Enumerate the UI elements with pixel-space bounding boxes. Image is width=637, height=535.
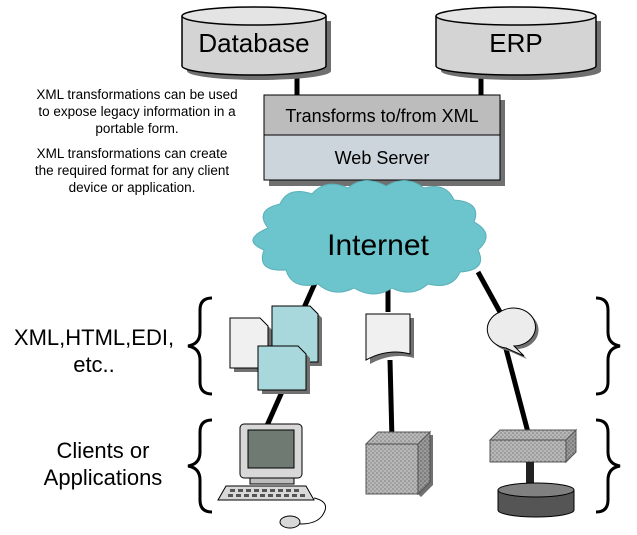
erp-label: ERP: [489, 28, 542, 58]
document-stack-icon: [229, 305, 322, 394]
note1-line2: to expose legacy information in a: [38, 104, 236, 119]
page-to-box-line: [387, 359, 395, 441]
notes: XML transformations can be used to expos…: [35, 87, 238, 195]
left-brace-clients: [187, 418, 213, 514]
speech-bubble-icon: [486, 307, 539, 359]
note1-line1: XML transformations can be used: [36, 87, 237, 102]
erp-cylinder: ERP: [435, 6, 601, 80]
formats-label-line2: etc..: [73, 352, 115, 377]
formats-label-line1: XML,HTML,EDI,: [14, 325, 174, 350]
right-brace-formats: [595, 296, 621, 396]
internet-cloud: Internet: [252, 180, 487, 295]
note2-line1: XML transformations can create: [37, 146, 228, 161]
client-database-device-icon: [488, 428, 578, 518]
bubble-to-device-line: [502, 344, 533, 441]
left-brace-formats: [187, 296, 213, 396]
transforms-label: Transforms to/from XML: [285, 106, 478, 126]
server-block: Transforms to/from XML Web Server: [263, 94, 505, 186]
note2-line2: the required format for any client: [35, 163, 230, 178]
database-label: Database: [198, 28, 309, 58]
row-labels: XML,HTML,EDI, etc.. Clients or Applicati…: [14, 325, 174, 490]
note2-line3: device or application.: [69, 180, 196, 195]
web-server-label: Web Server: [335, 148, 430, 168]
clients-label-line1: Clients or: [57, 438, 150, 463]
right-brace-clients: [595, 418, 621, 514]
internet-to-bubble-line: [475, 270, 503, 314]
internet-label: Internet: [327, 229, 429, 262]
clients-label-line2: Applications: [44, 465, 163, 490]
page-icon: [365, 313, 414, 364]
computer-icon: [217, 423, 327, 529]
braces: [187, 296, 621, 514]
client-box-icon: [364, 430, 433, 497]
database-cylinder: Database: [181, 6, 331, 80]
note1-line3: portable form.: [95, 121, 178, 136]
